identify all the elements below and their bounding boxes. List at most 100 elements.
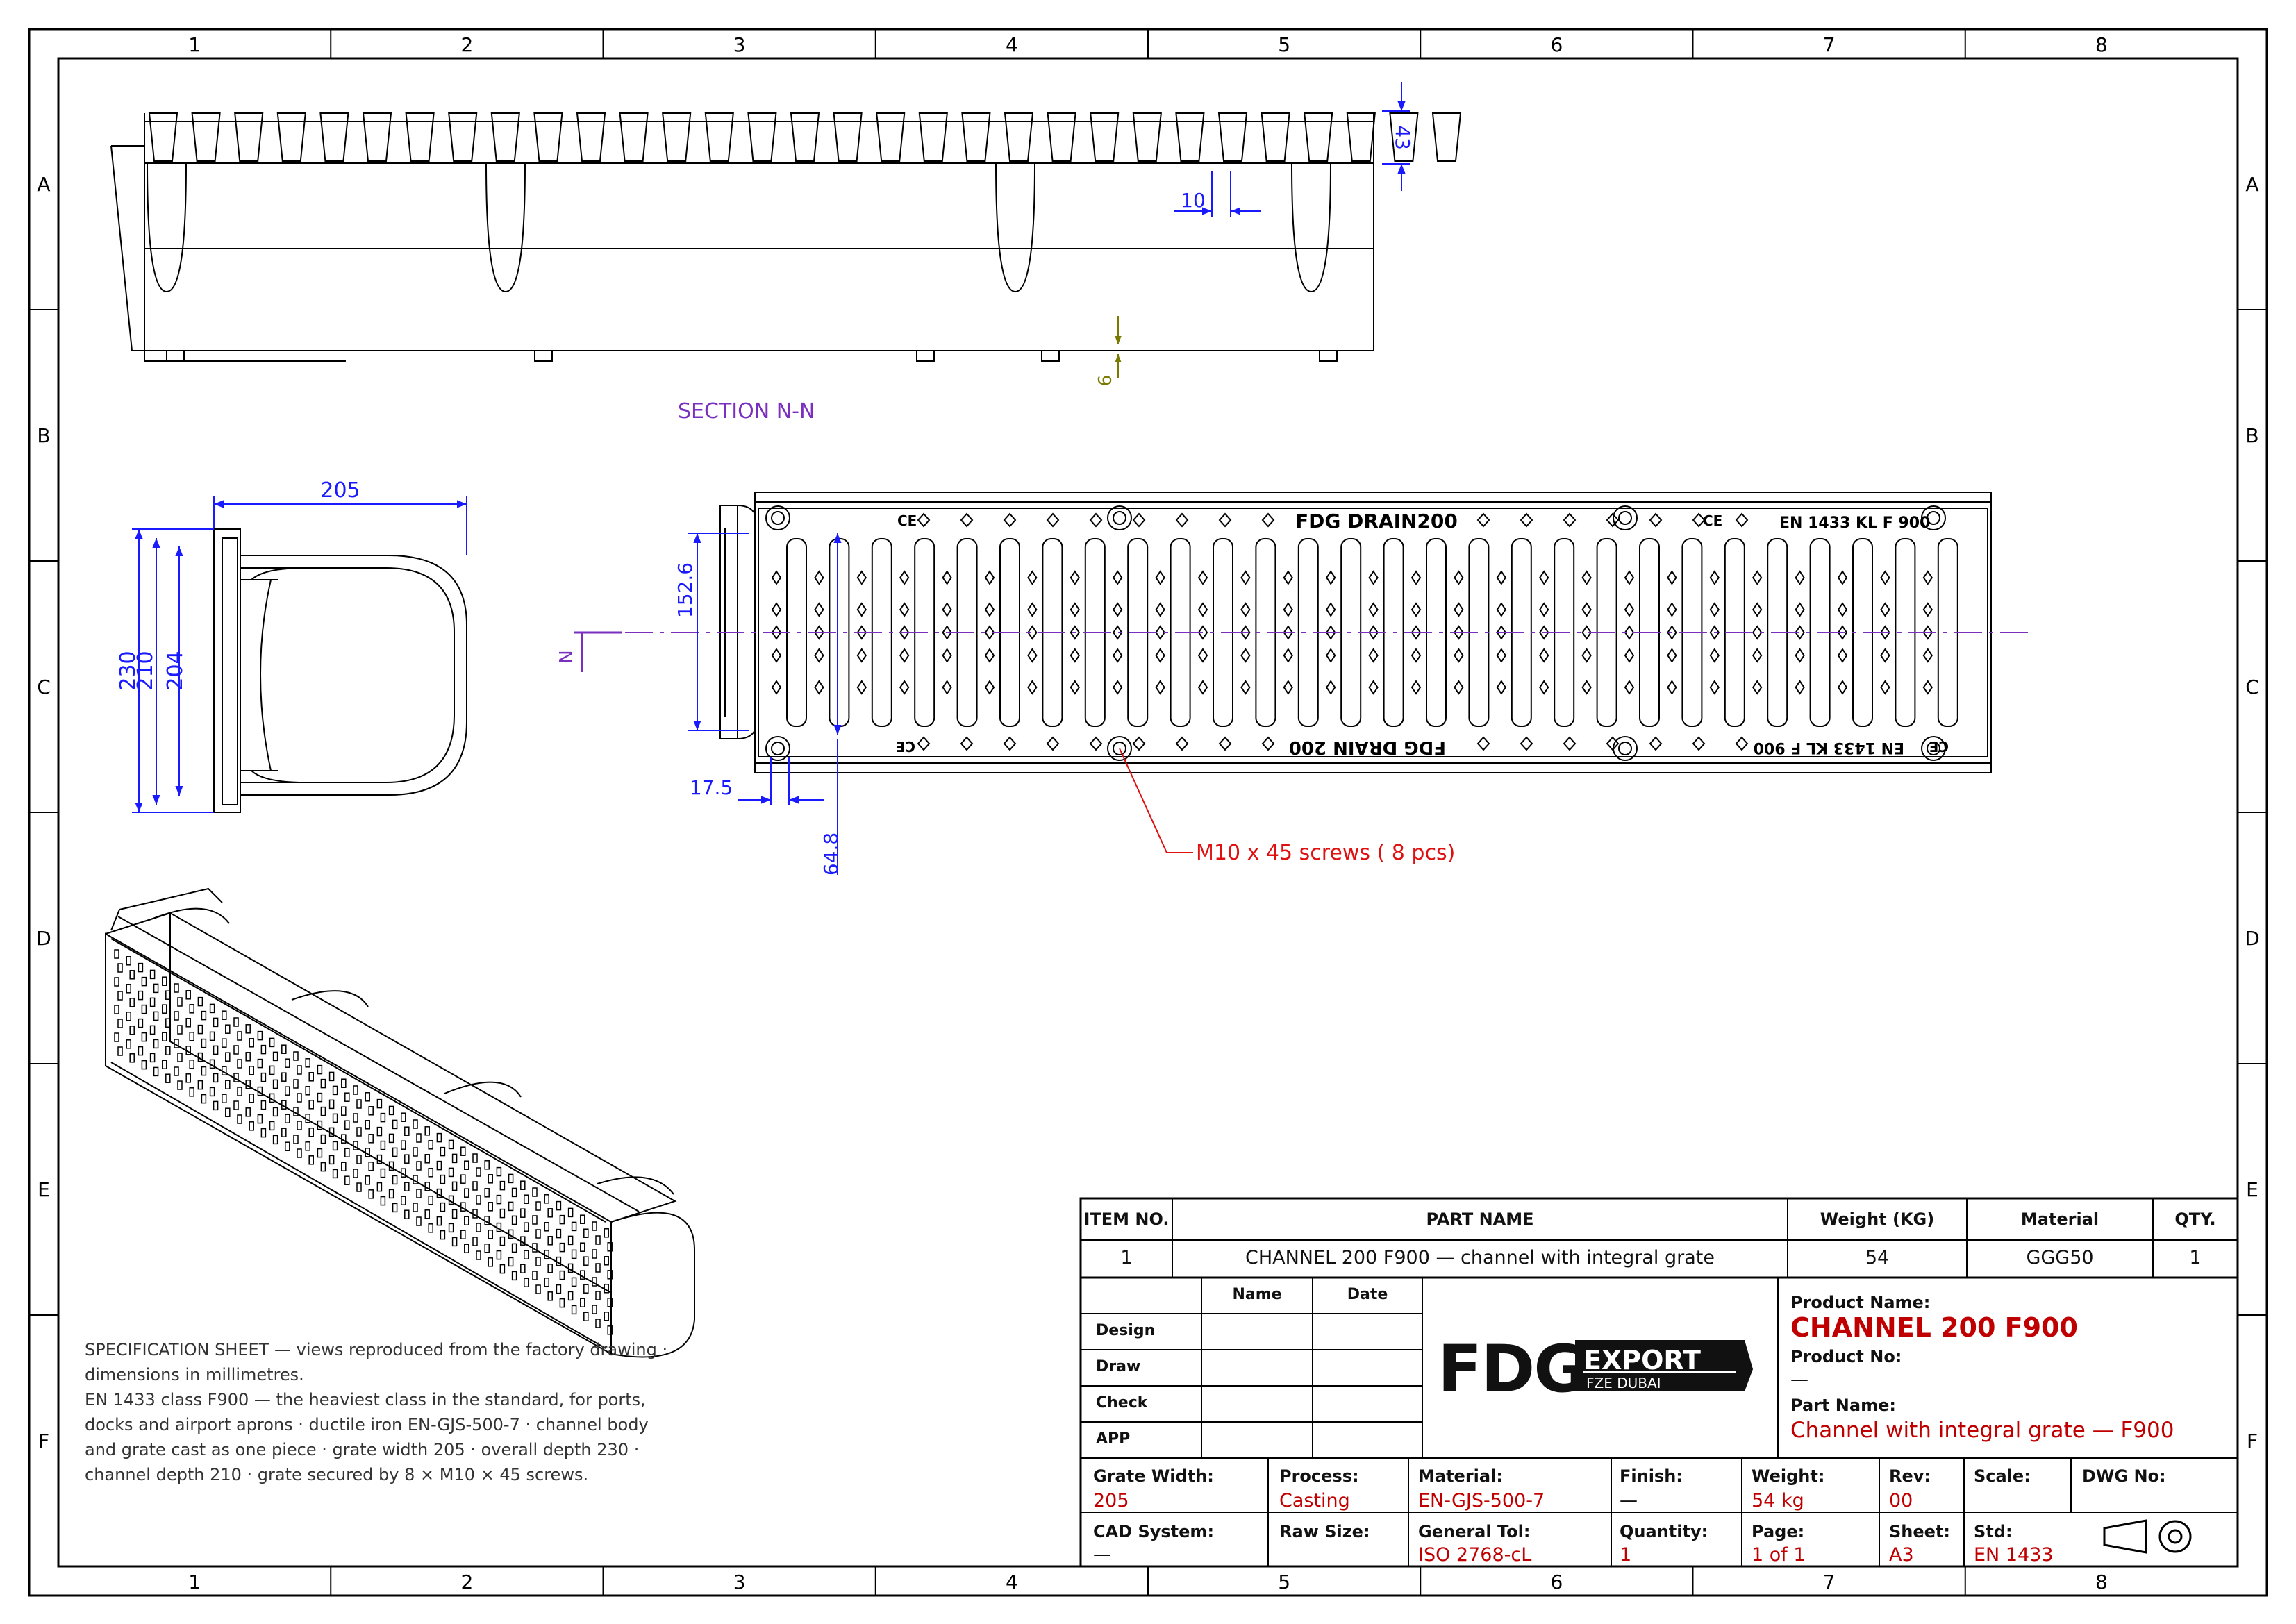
zone-row-label-left: D (36, 927, 51, 950)
isometric-grate-holes (114, 949, 613, 1335)
cad-system-label: CAD System: (1093, 1522, 1215, 1541)
section-dimensions (1174, 82, 1410, 217)
zone-col-label-top: 4 (1006, 33, 1018, 56)
process-label: Process: (1279, 1466, 1359, 1486)
zone-row-label-right: E (2246, 1178, 2258, 1201)
bom-header-part: PART NAME (1426, 1209, 1534, 1229)
dim-43: 43 (1391, 125, 1414, 150)
dim-64-8: 64.8 (820, 832, 842, 876)
rev-label: Rev: (1889, 1466, 1931, 1486)
approval-app: APP (1096, 1430, 1131, 1448)
bom-qty: 1 (2189, 1247, 2202, 1269)
zone-ticks (29, 29, 2267, 1596)
spec-note-line-2: EN 1433 class F900 — the heaviest class … (85, 1390, 649, 1484)
approval-design: Design (1096, 1322, 1156, 1339)
bom-part-name: CHANNEL 200 F900 — channel with integral… (1245, 1247, 1715, 1269)
bom-header-material: Material (2020, 1209, 2099, 1229)
spec-note-line-1: SPECIFICATION SHEET — views reproduced f… (85, 1340, 668, 1384)
material-value: EN-GJS-500-7 (1418, 1490, 1545, 1512)
cad-system-value: — (1093, 1544, 1111, 1565)
zone-col-label-bottom: 2 (460, 1571, 473, 1593)
zone-col-label-top: 5 (1278, 33, 1290, 56)
part-name: Channel with integral grate — F900 (1790, 1418, 2174, 1443)
product-name: CHANNEL 200 F900 (1790, 1312, 2078, 1343)
quantity-label: Quantity: (1620, 1522, 1708, 1541)
bom-header-weight: Weight (KG) (1820, 1209, 1935, 1229)
isometric-view (105, 887, 695, 1358)
page-value: 1 of 1 (1752, 1544, 1806, 1566)
zone-col-label-top: 8 (2095, 33, 2108, 56)
screw-callout-leader (1119, 748, 1193, 853)
ce-mark-top-right: CE (1703, 512, 1722, 529)
title-block-grid (1079, 1197, 2239, 1568)
projection-symbol (2103, 1519, 2192, 1554)
grate-width-value: 205 (1093, 1490, 1129, 1512)
specification-note: SPECIFICATION SHEET — views reproduced f… (85, 1337, 682, 1487)
zone-col-label-top: 2 (460, 33, 473, 56)
zone-col-label-bottom: 8 (2095, 1571, 2108, 1593)
scale-label: Scale: (1974, 1466, 2031, 1486)
product-no: — (1790, 1369, 1808, 1390)
section-cut-marker (574, 631, 622, 672)
logo-letters: FDG (1438, 1332, 1586, 1407)
grate-diamonds (771, 512, 1933, 751)
weight-label: Weight: (1752, 1466, 1825, 1486)
zone-col-label-bottom: 4 (1006, 1571, 1018, 1593)
grate-text-top-right: EN 1433 KL F 900 (1779, 514, 1930, 532)
raw-size-label: Raw Size: (1279, 1522, 1370, 1541)
ce-mark-top: CE (897, 512, 917, 529)
ce-mark-bottom: CE (896, 738, 915, 755)
grate-text-top-left: FDG DRAIN200 (1295, 510, 1458, 533)
sheet-label: Sheet: (1889, 1522, 1950, 1541)
zone-row-label-right: A (2245, 173, 2258, 196)
screw-holes (765, 505, 1946, 761)
zone-col-label-top: 3 (733, 33, 746, 56)
zone-row-label-left: A (37, 173, 50, 196)
plan-dimensions (688, 533, 842, 875)
dim-205: 205 (320, 478, 360, 503)
dim-204: 204 (163, 651, 188, 690)
dim-10: 10 (1181, 189, 1206, 212)
zone-col-label-top: 7 (1823, 33, 1836, 56)
product-no-label: Product No: (1790, 1347, 1902, 1366)
quantity-value: 1 (1620, 1544, 1632, 1566)
zone-col-label-bottom: 1 (188, 1571, 201, 1593)
bom-weight: 54 (1865, 1247, 1890, 1269)
bom-header-qty: QTY. (2174, 1209, 2216, 1229)
dim-17-5: 17.5 (690, 776, 733, 799)
grate-text-bottom-right: EN 1433 KL F 900 (1754, 739, 1904, 756)
general-tol-value: ISO 2768-cL (1418, 1544, 1532, 1566)
zone-col-label-bottom: 6 (1550, 1571, 1563, 1593)
zone-col-label-top: 1 (188, 33, 201, 56)
rev-value: 00 (1889, 1490, 1913, 1512)
dim-210: 210 (133, 651, 158, 690)
dwg-no-label: DWG No: (2082, 1466, 2166, 1486)
section-label: SECTION N-N (678, 399, 815, 424)
general-tol-label: General Tol: (1418, 1522, 1531, 1541)
process-value: Casting (1279, 1490, 1350, 1512)
screw-callout: M10 x 45 screws ( 8 pcs) (1196, 841, 1455, 865)
company-logo (1575, 1340, 1753, 1391)
zone-col-label-bottom: 3 (733, 1571, 746, 1593)
weight-value: 54 kg (1752, 1490, 1804, 1512)
zone-row-label-left: E (38, 1178, 50, 1201)
material-label: Material: (1418, 1466, 1503, 1486)
bom-item-no: 1 (1120, 1247, 1133, 1269)
zone-row-label-left: C (37, 676, 51, 698)
grate-text-bottom-left: FDG DRAIN 200 (1289, 737, 1446, 757)
dim-230: 230 (116, 651, 140, 690)
logo-sub: FZE DUBAI (1586, 1375, 1661, 1391)
bom-header-item: ITEM NO. (1083, 1209, 1170, 1229)
end-view (213, 528, 467, 813)
zone-row-label-left: F (38, 1430, 49, 1453)
logo-tag: EXPORT (1583, 1345, 1701, 1375)
grate-width-label: Grate Width: (1093, 1466, 1214, 1486)
dim-152-6: 152.6 (674, 562, 697, 618)
product-name-label: Product Name: (1790, 1293, 1931, 1312)
zone-row-label-right: C (2245, 676, 2259, 698)
section-view (110, 112, 1462, 362)
approval-check: Check (1096, 1394, 1148, 1412)
zone-row-label-right: D (2245, 927, 2260, 950)
zone-row-label-right: B (2245, 424, 2258, 447)
